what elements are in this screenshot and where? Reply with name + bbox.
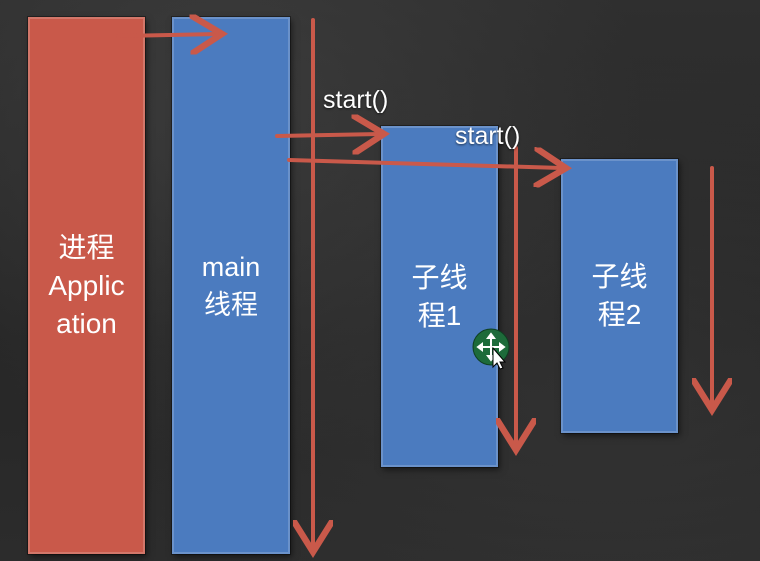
child-thread-1-label: 子线 程1 [411,261,468,331]
start-call-label-2: start() [455,122,521,150]
main-thread-label: main 线程 [201,251,261,320]
arrow-start-thread-2 [287,160,562,168]
main-thread-box: main 线程 [172,17,290,554]
process-label: 进程 Applic ation [48,231,125,339]
child-thread-1-box: 子线 程1 [381,126,498,467]
arrow-process-to-main [116,34,218,36]
move-cursor-icon [471,327,511,376]
child-thread-2-box: 子线 程2 [561,159,678,433]
arrow-start-thread-1 [275,134,380,136]
start-call-label-1: start() [323,86,389,114]
child-thread-2-label: 子线 程2 [591,261,648,330]
process-application-box: 进程 Applic ation [28,17,145,554]
